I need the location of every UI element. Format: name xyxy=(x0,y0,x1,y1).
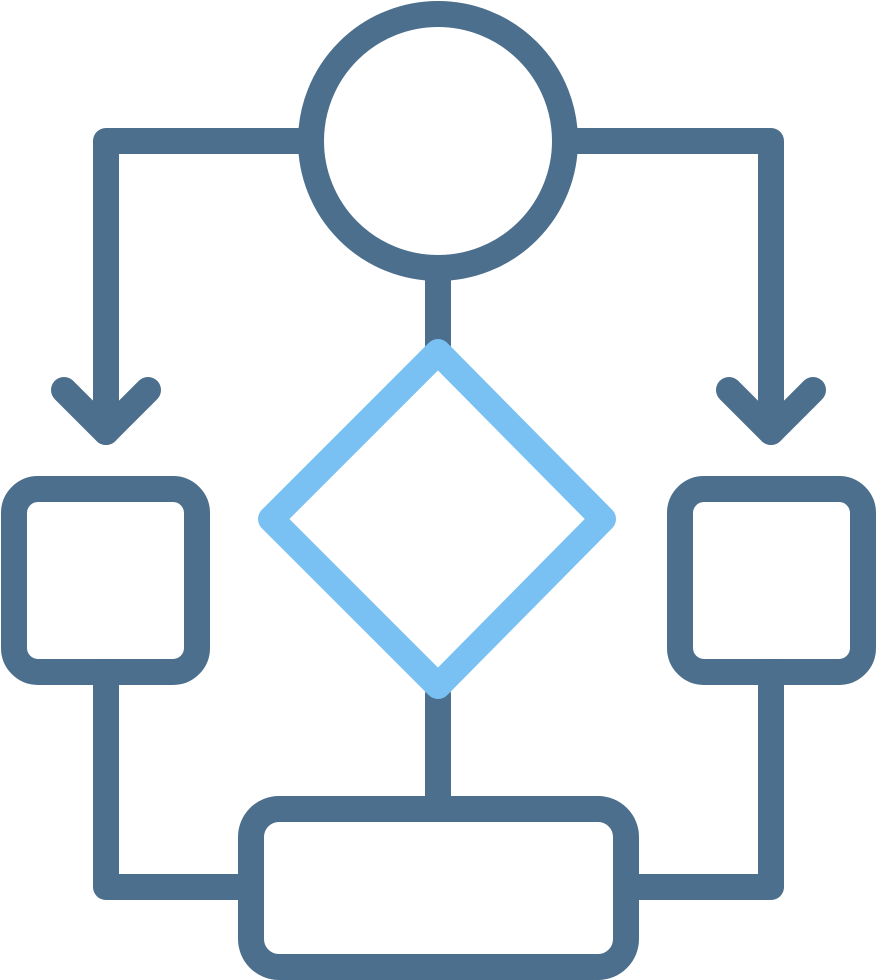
decision-diamond xyxy=(258,339,616,699)
arrow-left xyxy=(51,377,161,445)
connector-left-bottom xyxy=(93,659,264,900)
connector-left-top xyxy=(93,128,324,445)
arrow-right xyxy=(716,377,826,445)
process-box-bottom xyxy=(238,796,639,980)
process-box-right xyxy=(667,476,876,685)
start-circle xyxy=(298,1,578,281)
process-box-left xyxy=(1,476,210,685)
connector-right-bottom xyxy=(613,659,784,900)
connector-right-top xyxy=(552,128,784,445)
